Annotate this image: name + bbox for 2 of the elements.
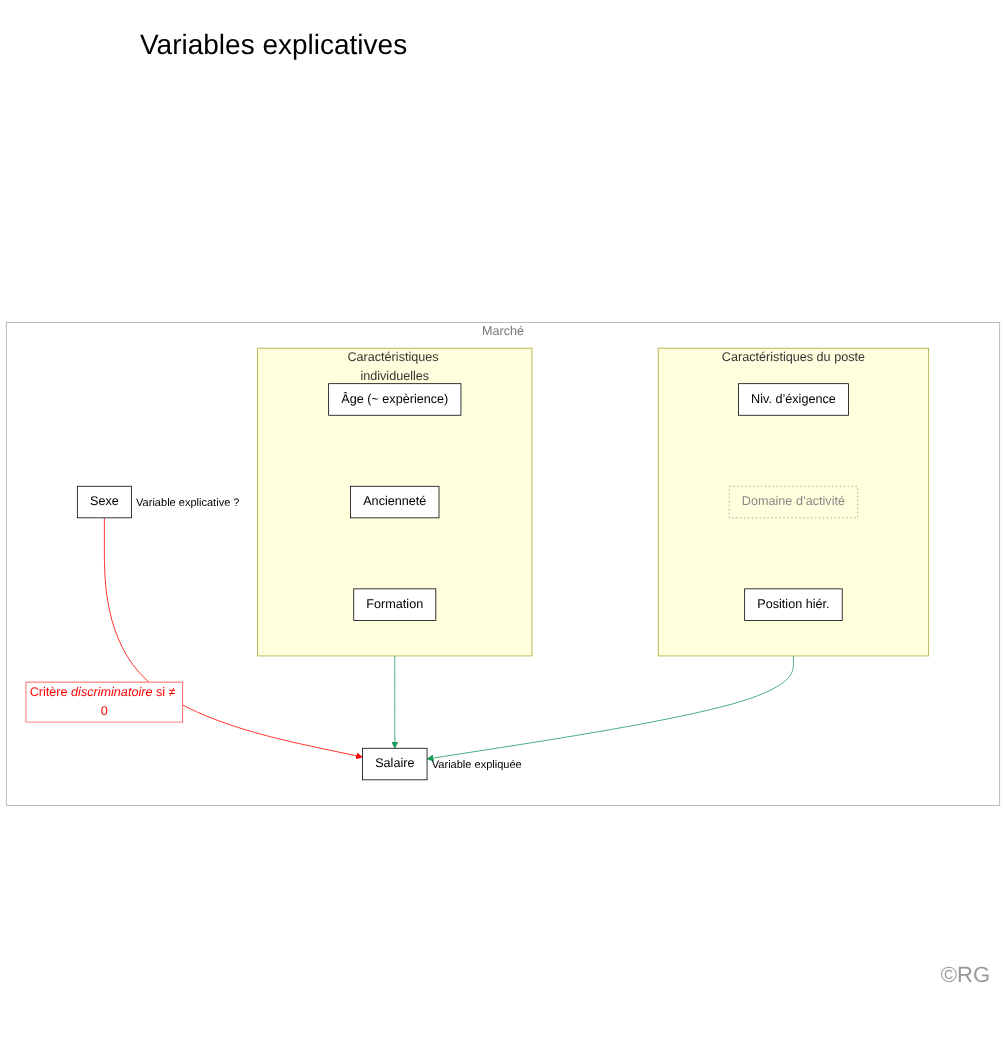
group-label: Variables explicatives: [140, 28, 408, 60]
copyright-note: ©RG: [940, 964, 990, 988]
